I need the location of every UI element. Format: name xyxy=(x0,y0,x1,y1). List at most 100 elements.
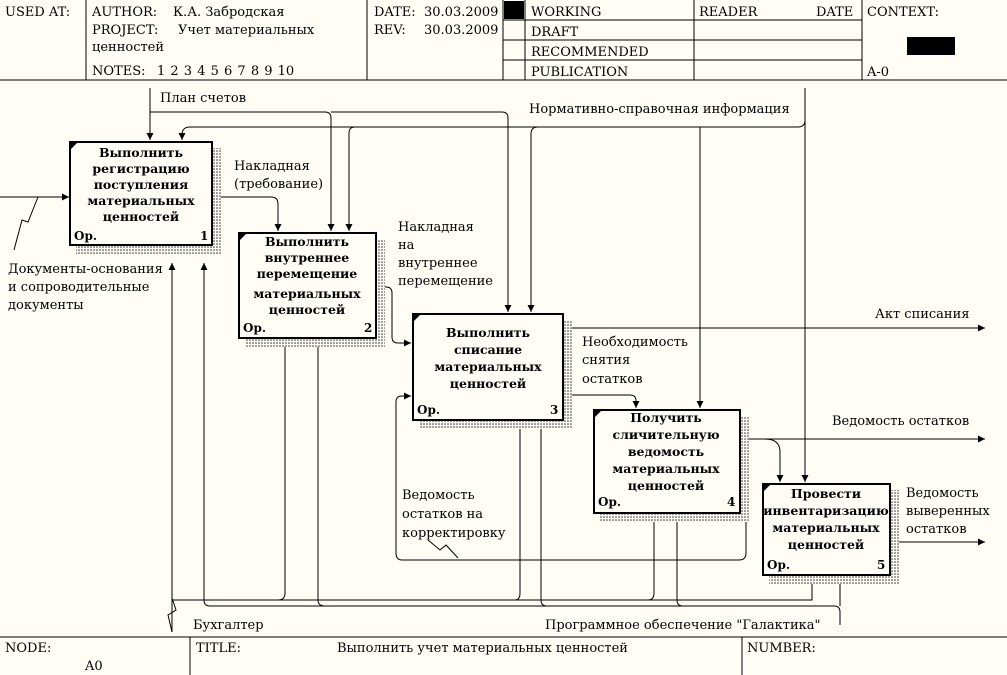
box-3[interactable]: Выполнить списание материальных ценносте… xyxy=(417,325,558,417)
label-plan: План счетов xyxy=(160,91,246,106)
box-1-line3: поступления xyxy=(94,177,188,192)
footer-title-label: TITLE: xyxy=(196,641,241,656)
squiggle-correction xyxy=(427,539,459,559)
box-1-frame xyxy=(69,141,213,246)
project-line2: ценностей xyxy=(92,40,164,55)
box-1-line5: ценностей xyxy=(103,209,179,224)
box-1-number: 1 xyxy=(200,229,208,243)
activity-boxes xyxy=(69,141,899,584)
label-transfer-4: перемещение xyxy=(398,274,493,289)
arrow-accountant-to-box2 xyxy=(277,338,289,601)
box-5[interactable]: Провести инвентаризацию материальных цен… xyxy=(763,486,889,572)
label-invoice-2: (требование) xyxy=(234,177,323,192)
box-5-op: Ор. xyxy=(767,558,790,572)
box-2-op: Ор. xyxy=(243,321,266,335)
label-docs-1: Документы-основания xyxy=(8,262,163,277)
box-5-line4: ценностей xyxy=(788,537,864,552)
label-correction-2: остатков на xyxy=(402,507,483,522)
arrows xyxy=(0,88,985,633)
label-correction-1: Ведомость xyxy=(402,488,475,503)
label-docs-3: документы xyxy=(8,298,84,313)
box-4[interactable]: Получить сличительную ведомость материал… xyxy=(598,410,735,509)
box-4-line1: Получить xyxy=(630,410,702,425)
arrow-nsi-to-box3a xyxy=(331,111,512,312)
node-reference: A-0 xyxy=(866,65,889,80)
label-verified-2: выверенных xyxy=(906,504,990,519)
label-need-3: остатков xyxy=(582,372,643,387)
footer-node-label: NODE: xyxy=(5,641,51,656)
box-2[interactable]: Выполнить внутреннее перемещение материа… xyxy=(243,234,372,335)
context-label: CONTEXT: xyxy=(867,5,939,20)
label-transfer-3: внутреннее xyxy=(398,256,478,271)
box-5-line3: материальных xyxy=(772,520,880,535)
box-4-line4: материальных xyxy=(612,461,720,476)
arrow-galaktika-to-box3 xyxy=(537,420,548,607)
box-3-line2: списание xyxy=(454,342,522,357)
box-2-number: 2 xyxy=(364,321,372,335)
box-4-number: 4 xyxy=(727,495,735,509)
project-line1: Учет материальных xyxy=(178,23,315,38)
box-5-number: 5 xyxy=(877,558,885,572)
box-1[interactable]: Выполнить регистрацию поступления матери… xyxy=(74,145,208,243)
context-thumbnail xyxy=(907,37,955,55)
arrow-plan-to-box2 xyxy=(150,111,335,231)
label-need-1: Необходимость xyxy=(582,335,688,350)
author-label: AUTHOR: xyxy=(91,5,157,20)
reader-date-label: DATE xyxy=(816,5,853,20)
label-balance-sheet: Ведомость остатков xyxy=(832,414,969,429)
label-invoice-1: Накладная xyxy=(234,159,310,174)
arrow-accountant-main xyxy=(171,575,816,632)
arrow-accountant-to-box3 xyxy=(514,420,524,601)
date-label: DATE: xyxy=(374,5,416,20)
rev-value: 30.03.2009 xyxy=(424,23,498,38)
box-4-line3: ведомость xyxy=(628,444,704,459)
box-2-line5: ценностей xyxy=(269,302,345,317)
notes-label: NOTES: xyxy=(92,64,145,79)
arrow-invoice xyxy=(212,196,282,231)
label-verified-1: Ведомость xyxy=(906,486,979,501)
box-3-line3: материальных xyxy=(434,359,542,374)
box-3-line4: ценностей xyxy=(450,376,526,391)
reader-label: READER xyxy=(699,5,759,20)
footer-number-label: NUMBER: xyxy=(747,641,816,656)
box-3-number: 3 xyxy=(550,403,558,417)
label-accountant: Бухгалтер xyxy=(193,618,264,633)
box-2-line2: внутреннее xyxy=(265,250,350,265)
box-2-frame xyxy=(238,232,377,339)
box-5-line1: Провести xyxy=(791,486,861,501)
label-nsi: Нормативно-справочная информация xyxy=(529,102,790,117)
box-1-op: Ор. xyxy=(74,229,97,243)
rev-label: REV: xyxy=(374,23,406,38)
arrow-galaktika-to-box4 xyxy=(673,513,684,607)
arrow-correction-feedback xyxy=(395,392,747,561)
status-draft: DRAFT xyxy=(531,25,579,40)
arrow-labels: План счетов Нормативно-справочная информ… xyxy=(8,91,990,633)
footer-title-value: Выполнить учет материальных ценностей xyxy=(337,641,628,656)
notes-value: 1 2 3 4 5 6 7 8 9 10 xyxy=(157,64,294,79)
arrow-nsi-to-box2 xyxy=(345,126,356,231)
box-3-op: Ор. xyxy=(417,403,440,417)
box-1-line4: материальных xyxy=(87,193,195,208)
box-4-line5: ценностей xyxy=(628,478,704,493)
arrow-to-box5 xyxy=(764,438,784,482)
label-transfer-1: Накладная xyxy=(398,220,474,235)
box-4-line2: сличительную xyxy=(612,427,719,442)
label-correction-3: корректировку xyxy=(402,526,506,541)
arrow-accountant-to-box4 xyxy=(647,513,658,601)
author-value: К.А. Забродская xyxy=(173,5,285,20)
box-2-line1: Выполнить xyxy=(265,234,349,249)
arrow-nsi-to-box3b xyxy=(527,126,539,312)
project-label: PROJECT: xyxy=(92,23,158,38)
status-publication: PUBLICATION xyxy=(531,65,628,80)
label-verified-3: остатков xyxy=(906,522,967,537)
label-galaktika: Программное обеспечение "Галактика" xyxy=(545,618,821,633)
box-3-line1: Выполнить xyxy=(446,325,530,340)
box-5-line2: инвентаризацию xyxy=(763,503,889,518)
box-4-frame xyxy=(593,409,741,514)
box-2-line4: материальных xyxy=(253,286,361,301)
arrow-need-balances xyxy=(563,394,640,408)
label-need-2: снятия xyxy=(582,353,630,368)
label-write-off-act: Акт списания xyxy=(875,307,969,322)
box-2-line3: перемещение xyxy=(257,266,358,281)
working-status-marker xyxy=(504,1,524,19)
